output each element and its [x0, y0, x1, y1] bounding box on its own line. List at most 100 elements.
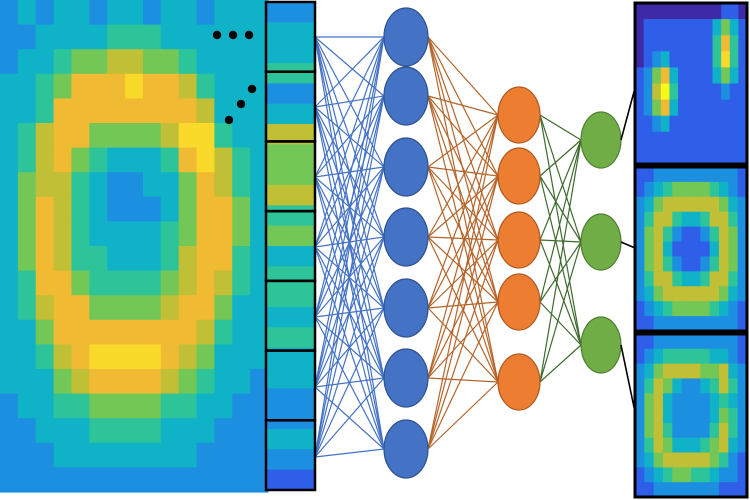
input-pixel — [142, 344, 162, 370]
output-pixel — [709, 256, 720, 272]
input-pixel — [107, 246, 126, 272]
input-pixel — [35, 295, 55, 321]
output-pixel — [721, 131, 731, 149]
output-pixel — [721, 67, 731, 84]
connection-edge — [539, 301, 582, 346]
input-pixel — [0, 147, 19, 173]
output-pixel — [672, 256, 683, 272]
output-pixel — [672, 211, 683, 228]
output-pixel — [653, 196, 664, 213]
input-pixel — [53, 147, 73, 173]
output-pixel — [738, 3, 748, 20]
input-pixel — [142, 467, 162, 493]
output-pixel — [728, 363, 739, 379]
input-pixel — [17, 196, 37, 222]
input-pixel — [178, 369, 198, 395]
output-pixel — [737, 167, 748, 183]
input-pixel — [71, 123, 90, 149]
connection-edge — [427, 114, 499, 379]
input-pixel — [160, 49, 180, 75]
vector-cell — [266, 2, 315, 23]
output-pixel — [691, 348, 701, 365]
output-pixel — [719, 167, 729, 183]
output-pixel — [737, 348, 748, 365]
output-pixel — [644, 226, 655, 243]
output-pixel — [719, 363, 729, 379]
input-pixel — [232, 246, 251, 272]
input-pixel — [71, 467, 90, 493]
input-pixel — [250, 221, 269, 247]
output-pixel — [691, 286, 701, 302]
input-pixel — [71, 295, 90, 321]
output-pixel — [672, 437, 683, 454]
connection-edge — [427, 236, 499, 303]
output-pixel — [703, 115, 714, 133]
input-pixel — [89, 172, 108, 198]
output-frame — [633, 332, 749, 499]
connection-edge — [427, 114, 499, 168]
output-pixel — [644, 211, 655, 228]
input-pixel — [125, 196, 144, 222]
output-pixel — [686, 99, 696, 117]
output-pixel — [653, 181, 664, 198]
input-pixel — [89, 418, 108, 444]
connection-edge — [314, 166, 385, 458]
output-pixel — [700, 256, 711, 272]
output-pixel — [728, 196, 739, 213]
output-pixel — [635, 286, 645, 302]
output-pixel — [721, 83, 731, 101]
output-pixel — [728, 301, 739, 317]
input-pixel — [17, 98, 37, 124]
output-pixel — [652, 99, 662, 117]
output-pixel — [652, 83, 662, 101]
input-pixel — [53, 221, 73, 247]
output-pixel — [635, 19, 645, 36]
input-pixel — [0, 73, 19, 99]
input-pixel — [0, 24, 19, 50]
input-pixel — [250, 369, 269, 395]
input-pixel — [250, 319, 269, 345]
output-pixel — [700, 452, 711, 468]
layer-2-node — [497, 273, 541, 331]
input-pixel — [196, 246, 215, 272]
input-pixel — [178, 73, 198, 99]
output-pixel — [691, 167, 701, 183]
output-pixel — [719, 226, 729, 243]
input-pixel — [71, 0, 90, 26]
input-pixel — [142, 246, 162, 272]
input-pixel — [232, 73, 251, 99]
connection-edge — [314, 307, 385, 458]
input-pixel — [214, 73, 233, 99]
output-pixel — [737, 437, 748, 454]
output-pixel — [700, 286, 711, 302]
output-pixel — [738, 147, 748, 165]
input-pixel — [160, 123, 180, 149]
input-pixel — [17, 467, 37, 493]
output-pixel — [663, 316, 673, 332]
input-pixel — [142, 123, 162, 149]
input-pixel — [232, 442, 251, 468]
output-pixel — [738, 115, 748, 133]
output-pixel — [663, 408, 673, 424]
output-pixel — [672, 196, 683, 213]
input-pixel — [89, 221, 108, 247]
input-pixel — [107, 123, 126, 149]
output-pixel — [691, 211, 701, 228]
input-pixel — [35, 344, 55, 370]
layer-1-node — [383, 7, 429, 67]
output-pixel — [681, 348, 692, 365]
output-pixel — [721, 99, 731, 117]
output-pixel — [709, 181, 720, 198]
input-pixel — [196, 98, 215, 124]
output-pixel — [663, 482, 673, 498]
input-pixel — [107, 172, 126, 198]
output-pixel — [653, 378, 664, 394]
input-pixel — [0, 393, 19, 419]
input-pixel — [53, 270, 73, 296]
input-pixel — [35, 246, 55, 272]
input-pixel — [214, 147, 233, 173]
connection-edge — [427, 36, 499, 177]
output-pixel — [644, 452, 655, 468]
output-pixel — [669, 99, 679, 117]
output-pixel — [635, 99, 645, 117]
